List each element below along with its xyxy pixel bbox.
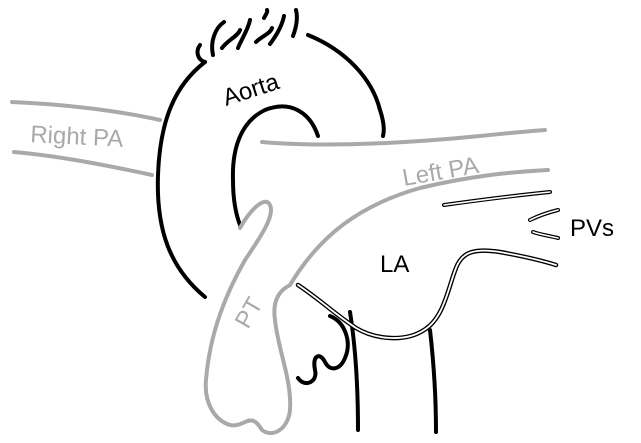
aorta-outer-left-wall <box>158 62 205 297</box>
branch-1-left <box>198 45 205 62</box>
appendage-curl <box>298 316 348 383</box>
left-pa-label: Left PA <box>400 152 480 192</box>
right-pa-upper-wall <box>12 102 160 120</box>
left-atrium-label: LA <box>380 251 409 278</box>
branch-3-left <box>256 28 272 42</box>
branch-top <box>264 10 267 18</box>
pv-1-inner <box>444 192 550 205</box>
right-pa-lower-wall <box>14 152 152 175</box>
aorta-label: Aorta <box>220 68 284 112</box>
pulmonary-veins-label: PVs <box>570 215 614 242</box>
aorta-inner-arch <box>233 106 318 225</box>
descending-vessel-right-wall <box>430 330 436 432</box>
pulmonary-trunk-label: PT <box>230 293 269 333</box>
left-atrium-wall-outer <box>298 251 556 339</box>
pulmonary-veins <box>444 192 558 238</box>
aorta-outer-right-wall <box>308 35 384 136</box>
branch-4-left <box>293 10 297 36</box>
branch-1-right <box>212 22 224 55</box>
atrial-appendage <box>298 316 348 383</box>
left-pa-upper-wall <box>262 130 545 144</box>
right-pa-label: Right PA <box>30 121 124 153</box>
left-atrium <box>298 251 556 339</box>
left-atrium-wall-inner <box>298 251 556 339</box>
aorta <box>158 10 384 297</box>
